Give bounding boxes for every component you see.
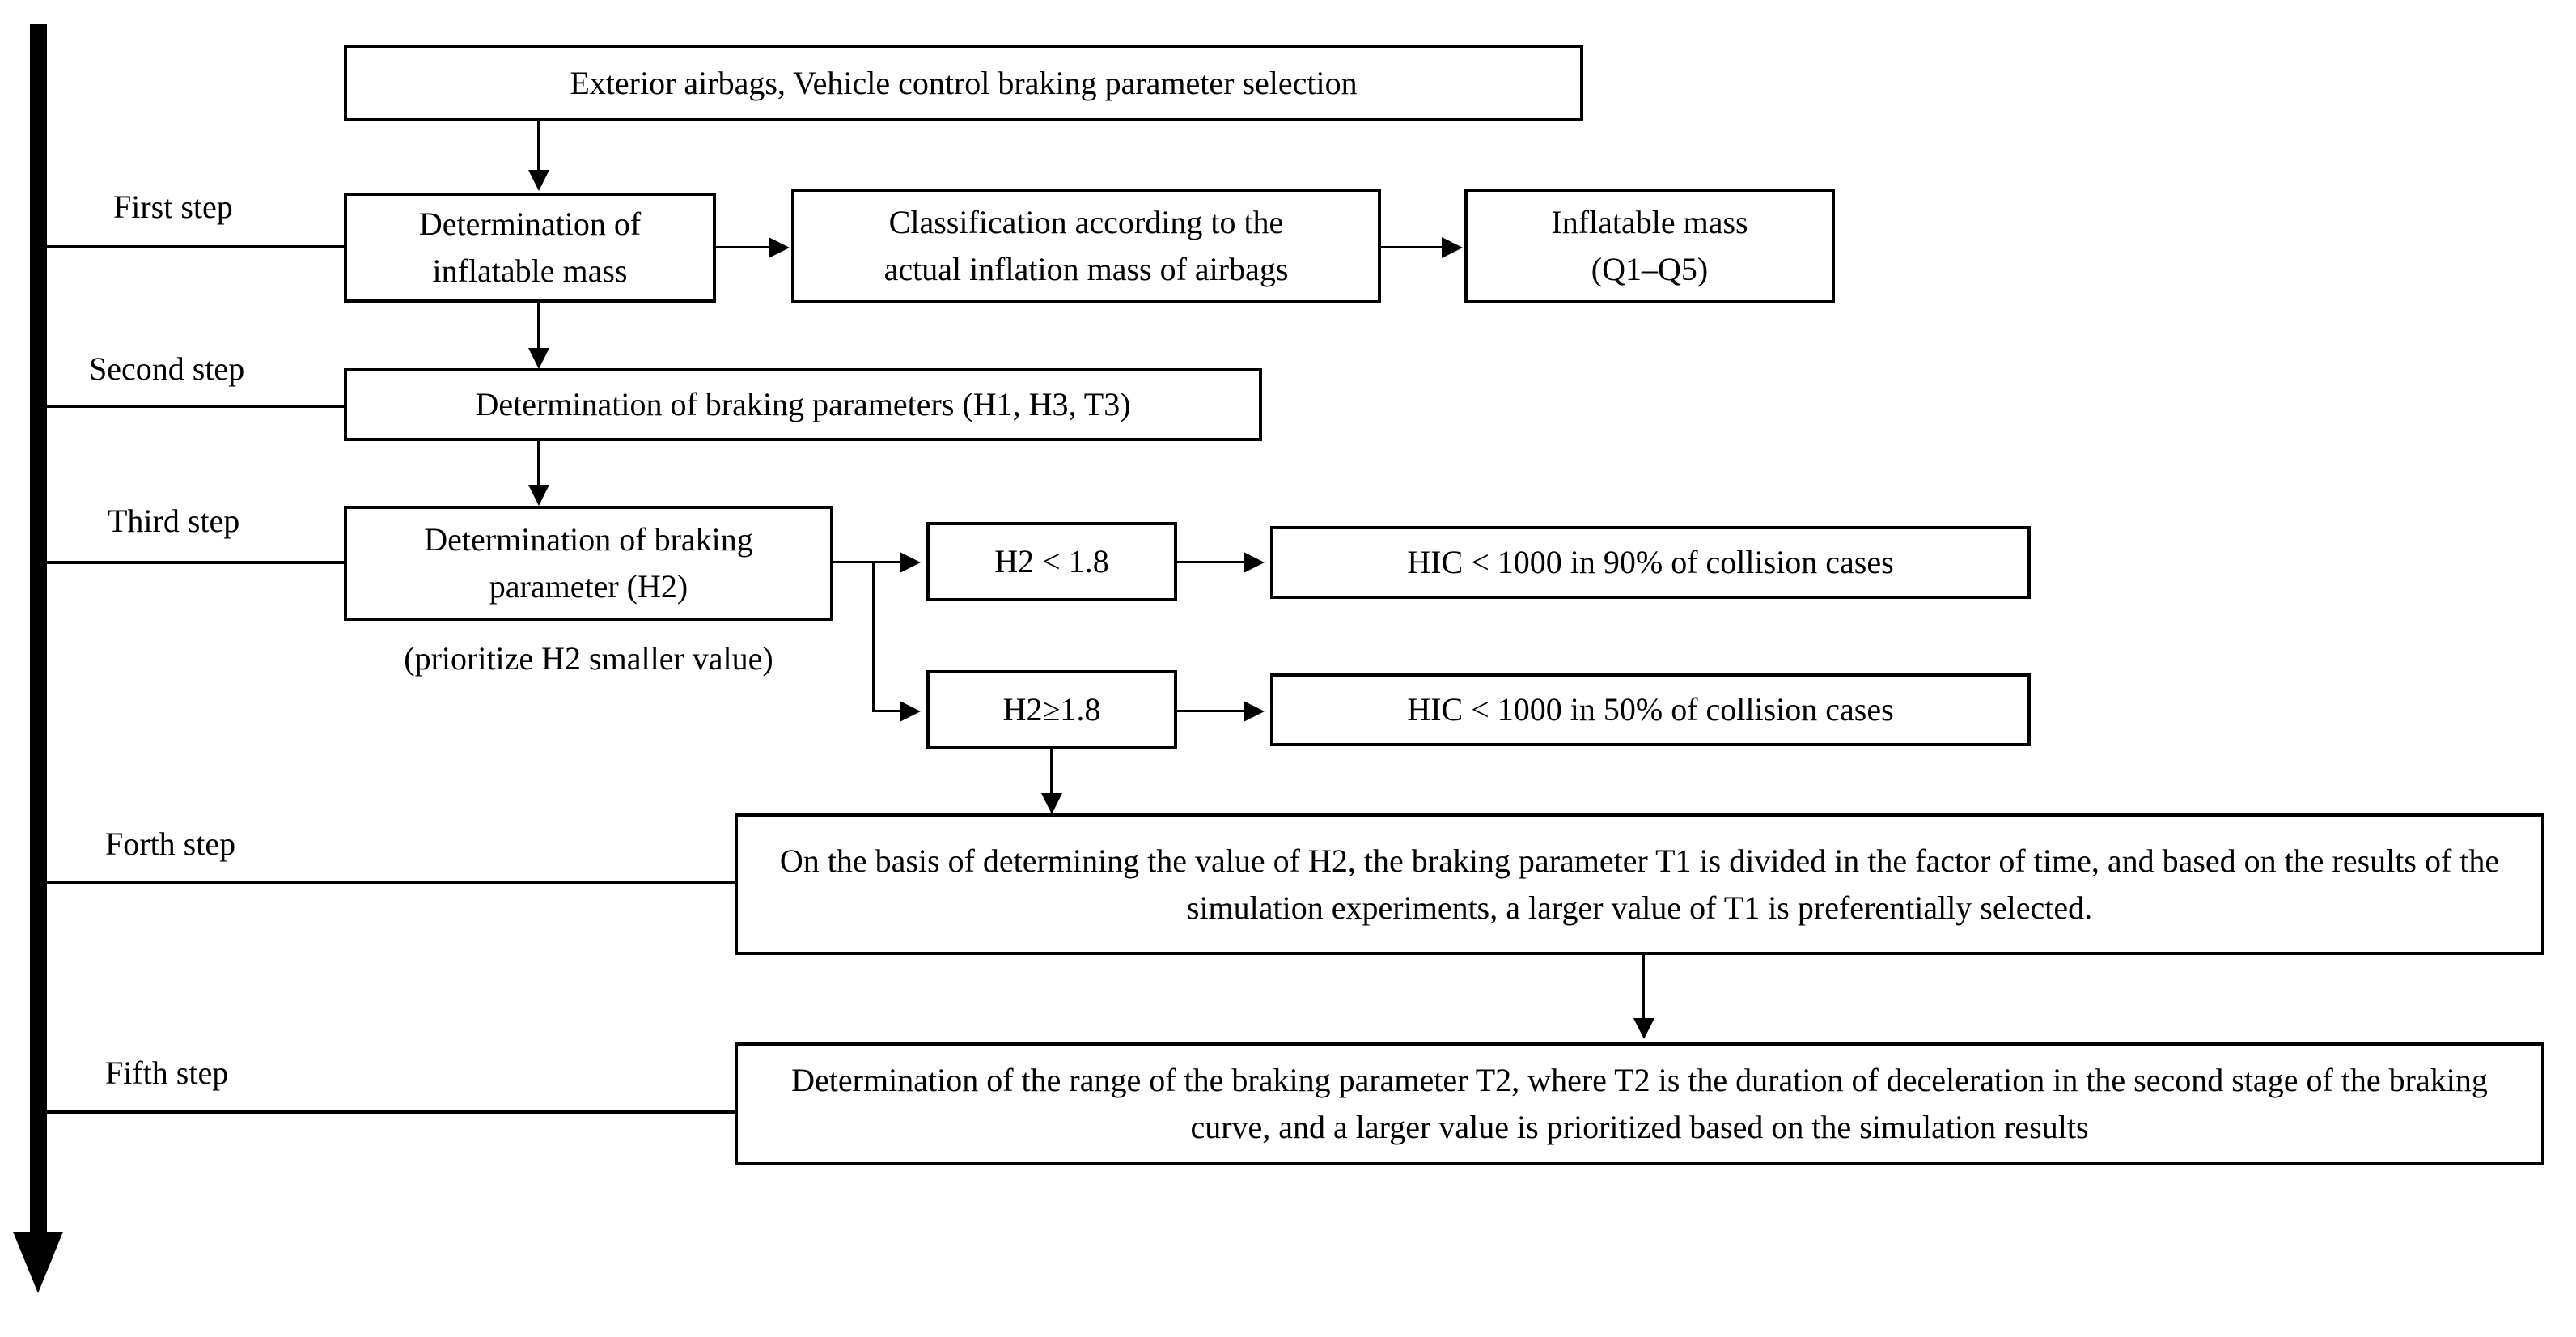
arrowhead-title-to-inflatable (528, 170, 549, 191)
process-spine-arrowhead (13, 1232, 63, 1293)
connector-h2-to-branch-junction (833, 561, 902, 563)
arrowhead-classification-to-q (1442, 237, 1463, 258)
node-hic-50: HIC < 1000 in 50% of collision cases (1270, 673, 2031, 746)
arrowhead-cond-lt-to-hic90 (1244, 552, 1265, 573)
connector-branch-to-cond-ge (872, 710, 905, 712)
spine-branch-line-forth (45, 881, 738, 884)
connector-title-to-inflatable (537, 121, 540, 172)
step-label-first: First step (113, 189, 233, 225)
node-braking-parameters: Determination of braking parameters (H1,… (344, 368, 1262, 441)
node-hic-50-label: HIC < 1000 in 50% of collision cases (1407, 691, 1894, 728)
connector-braking-params-to-h2 (537, 441, 540, 488)
node-inflatable-mass-q: Inflatable mass(Q1–Q5) (1464, 189, 1835, 303)
connector-cond-lt-to-hic90 (1177, 561, 1246, 563)
node-condition-h2-greater-equal-label: H2≥1.8 (1002, 691, 1101, 728)
spine-branch-line-second (45, 405, 346, 408)
arrowhead-inflatable-to-classification (769, 237, 790, 258)
node-condition-h2-less-than-label: H2 < 1.8 (994, 543, 1109, 579)
node-braking-parameters-label: Determination of braking parameters (H1,… (475, 386, 1131, 422)
arrowhead-cond-ge-to-hic50 (1244, 701, 1265, 722)
step-label-fifth: Fifth step (105, 1055, 229, 1091)
spine-branch-line-fifth (45, 1110, 738, 1114)
node-inflatable-mass-q-label: Inflatable mass(Q1–Q5) (1551, 204, 1748, 287)
node-condition-h2-less-than: H2 < 1.8 (926, 522, 1177, 601)
connector-inflatable-to-classification (716, 246, 771, 248)
note-h2-priority: (prioritize H2 smaller value) (404, 640, 773, 677)
process-spine-arrow-shaft (30, 24, 47, 1232)
arrowhead-branch-to-cond-ge (900, 701, 921, 722)
node-forth-step-text: On the basis of determining the value of… (735, 813, 2544, 955)
arrowhead-inflatable-to-braking-params (528, 348, 549, 369)
step-label-forth: Forth step (105, 826, 236, 862)
connector-cond-ge-to-hic50 (1177, 710, 1246, 712)
node-hic-90-label: HIC < 1000 in 90% of collision cases (1407, 544, 1894, 580)
node-hic-90: HIC < 1000 in 90% of collision cases (1270, 526, 2031, 599)
step-label-second: Second step (89, 350, 245, 387)
connector-inflatable-to-braking-params (537, 303, 540, 351)
connector-forth-to-fifth-step (1642, 955, 1645, 1021)
connector-branch-vertical-drop (872, 561, 875, 712)
title-box: Exterior airbags, Vehicle control brakin… (344, 45, 1583, 121)
arrowhead-cond-ge-to-forth-step (1041, 793, 1062, 814)
title-box-label: Exterior airbags, Vehicle control brakin… (570, 64, 1358, 101)
spine-branch-line-first (45, 245, 346, 248)
arrowhead-forth-to-fifth-step (1633, 1018, 1654, 1039)
node-forth-step-text-label: On the basis of determining the value of… (779, 842, 2500, 926)
arrowhead-h2-to-cond-lt (900, 552, 921, 573)
node-fifth-step-text-label: Determination of the range of the brakin… (791, 1062, 2488, 1145)
spine-branch-line-third (45, 561, 346, 564)
node-condition-h2-greater-equal: H2≥1.8 (926, 670, 1177, 749)
arrowhead-braking-params-to-h2 (528, 485, 549, 506)
connector-cond-ge-to-forth-step (1050, 749, 1053, 796)
step-label-third: Third step (108, 503, 240, 539)
node-fifth-step-text: Determination of the range of the brakin… (735, 1042, 2544, 1165)
connector-classification-to-q (1381, 246, 1444, 248)
